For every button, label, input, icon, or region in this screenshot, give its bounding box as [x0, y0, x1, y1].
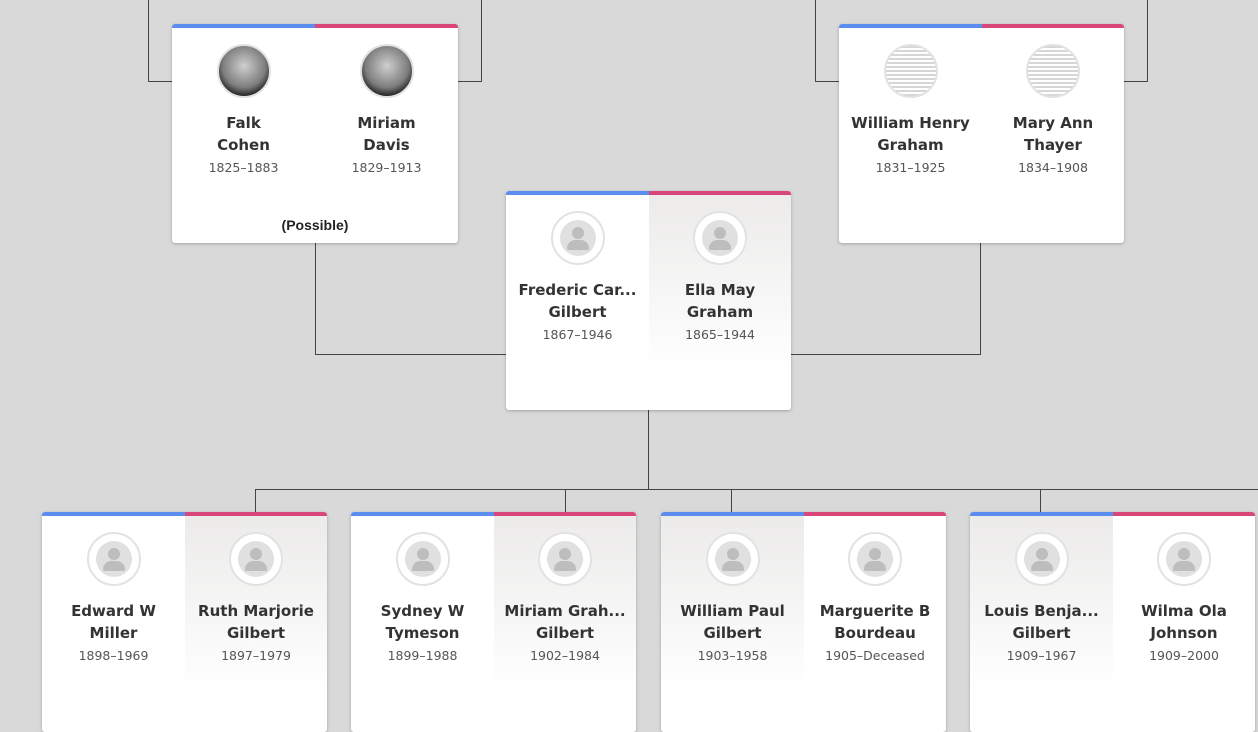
person-dates: 1899–1988	[387, 648, 458, 663]
person-name: Falk Cohen	[217, 114, 270, 154]
person-name: William Henry Graham	[851, 114, 970, 154]
person-name: Ruth Marjorie Gilbert	[198, 602, 314, 642]
person-dates: 1897–1979	[221, 648, 291, 663]
connector-line	[148, 0, 149, 82]
connector-line	[1124, 81, 1148, 82]
connector-line	[315, 243, 316, 355]
connector-line	[148, 81, 174, 82]
person-dates: 1834–1908	[1018, 160, 1088, 175]
person-name: Ella May Graham	[684, 281, 756, 321]
generic-person-icon	[705, 532, 760, 586]
connector-line	[255, 489, 1258, 490]
couple-card-child-4[interactable]: Louis Benja... Gilbert 1909–1967 Wilma O…	[970, 512, 1255, 732]
couple-card-child-2[interactable]: Sydney W Tymeson 1899–1988 Miriam Grah..…	[351, 512, 636, 732]
person-card-william-henry-graham[interactable]: William Henry Graham 1831–1925	[839, 24, 982, 243]
couple-card-focus[interactable]: Frederic Car... Gilbert 1867–1946 Ella M…	[506, 191, 791, 410]
connector-line	[1040, 489, 1041, 513]
generic-person-icon	[229, 532, 283, 586]
relationship-note: (Possible)	[281, 217, 349, 233]
generic-person-icon	[538, 532, 592, 586]
connector-line	[731, 489, 732, 513]
portrait-photo-icon	[216, 44, 271, 98]
person-dates: 1825–1883	[208, 160, 279, 175]
person-card-sydney-tymeson[interactable]: Sydney W Tymeson 1899–1988	[351, 512, 494, 732]
person-card-miriam-gilbert[interactable]: Miriam Grah... Gilbert 1902–1984	[494, 512, 636, 732]
connector-line	[481, 0, 482, 82]
person-dates: 1867–1946	[542, 327, 613, 342]
generic-person-icon	[550, 211, 605, 265]
person-dates: 1909–2000	[1149, 648, 1219, 663]
person-name: Miriam Grah... Gilbert	[504, 602, 626, 642]
person-dates: 1829–1913	[351, 160, 422, 175]
person-card-marguerite-bourdeau[interactable]: Marguerite B Bourdeau 1905–Deceased	[804, 512, 946, 732]
person-name: Miriam Davis	[357, 114, 416, 154]
person-card-falk-cohen[interactable]: Falk Cohen 1825–1883	[172, 24, 315, 243]
connector-line	[980, 243, 981, 355]
person-card-wilma-johnson[interactable]: Wilma Ola Johnson 1909–2000	[1113, 512, 1255, 732]
person-card-ruth-gilbert[interactable]: Ruth Marjorie Gilbert 1897–1979	[185, 512, 327, 732]
person-dates: 1902–1984	[530, 648, 600, 663]
person-card-edward-miller[interactable]: Edward W Miller 1898–1969	[42, 512, 185, 732]
person-card-william-paul-gilbert[interactable]: William Paul Gilbert 1903–1958	[661, 512, 804, 732]
generic-person-icon	[848, 532, 902, 586]
person-dates: 1865–1944	[685, 327, 755, 342]
person-dates: 1905–Deceased	[825, 648, 925, 663]
person-name: Mary Ann Thayer	[1012, 114, 1094, 154]
connector-line	[790, 354, 981, 355]
person-dates: 1909–1967	[1006, 648, 1077, 663]
person-name: Marguerite B Bourdeau	[819, 602, 931, 642]
person-name: Sydney W Tymeson	[380, 602, 465, 642]
person-name: Louis Benja... Gilbert	[984, 602, 1099, 642]
connector-line	[565, 489, 566, 513]
generic-person-icon	[86, 532, 141, 586]
person-name: William Paul Gilbert	[680, 602, 785, 642]
couple-card-paternal-grandparents[interactable]: Falk Cohen 1825–1883 Miriam Davis 1829–1…	[172, 24, 458, 243]
person-dates: 1831–1925	[875, 160, 946, 175]
person-name: Wilma Ola Johnson	[1141, 602, 1227, 642]
person-name: Edward W Miller	[71, 602, 156, 642]
person-card-frederic-gilbert[interactable]: Frederic Car... Gilbert 1867–1946	[506, 191, 649, 410]
connector-line	[815, 0, 816, 82]
person-card-mary-ann-thayer[interactable]: Mary Ann Thayer 1834–1908	[982, 24, 1124, 243]
person-name: Frederic Car... Gilbert	[518, 281, 637, 321]
couple-card-maternal-grandparents[interactable]: William Henry Graham 1831–1925 Mary Ann …	[839, 24, 1124, 243]
document-image-icon	[1026, 44, 1080, 98]
connector-line	[255, 489, 256, 513]
connector-line	[1147, 0, 1148, 82]
person-card-ella-may-graham[interactable]: Ella May Graham 1865–1944	[649, 191, 791, 410]
connector-line	[457, 81, 482, 82]
generic-person-icon	[1157, 532, 1211, 586]
connector-line	[315, 354, 507, 355]
person-card-louis-gilbert[interactable]: Louis Benja... Gilbert 1909–1967	[970, 512, 1113, 732]
generic-person-icon	[693, 211, 747, 265]
person-dates: 1903–1958	[697, 648, 768, 663]
person-card-miriam-davis[interactable]: Miriam Davis 1829–1913	[315, 24, 458, 243]
connector-line	[815, 81, 840, 82]
generic-person-icon	[1014, 532, 1069, 586]
document-image-icon	[883, 44, 938, 98]
portrait-photo-icon	[359, 44, 414, 98]
couple-card-child-1[interactable]: Edward W Miller 1898–1969 Ruth Marjorie …	[42, 512, 327, 732]
couple-card-child-3[interactable]: William Paul Gilbert 1903–1958 Marguerit…	[661, 512, 946, 732]
connector-line	[648, 410, 649, 490]
generic-person-icon	[395, 532, 450, 586]
person-dates: 1898–1969	[78, 648, 149, 663]
